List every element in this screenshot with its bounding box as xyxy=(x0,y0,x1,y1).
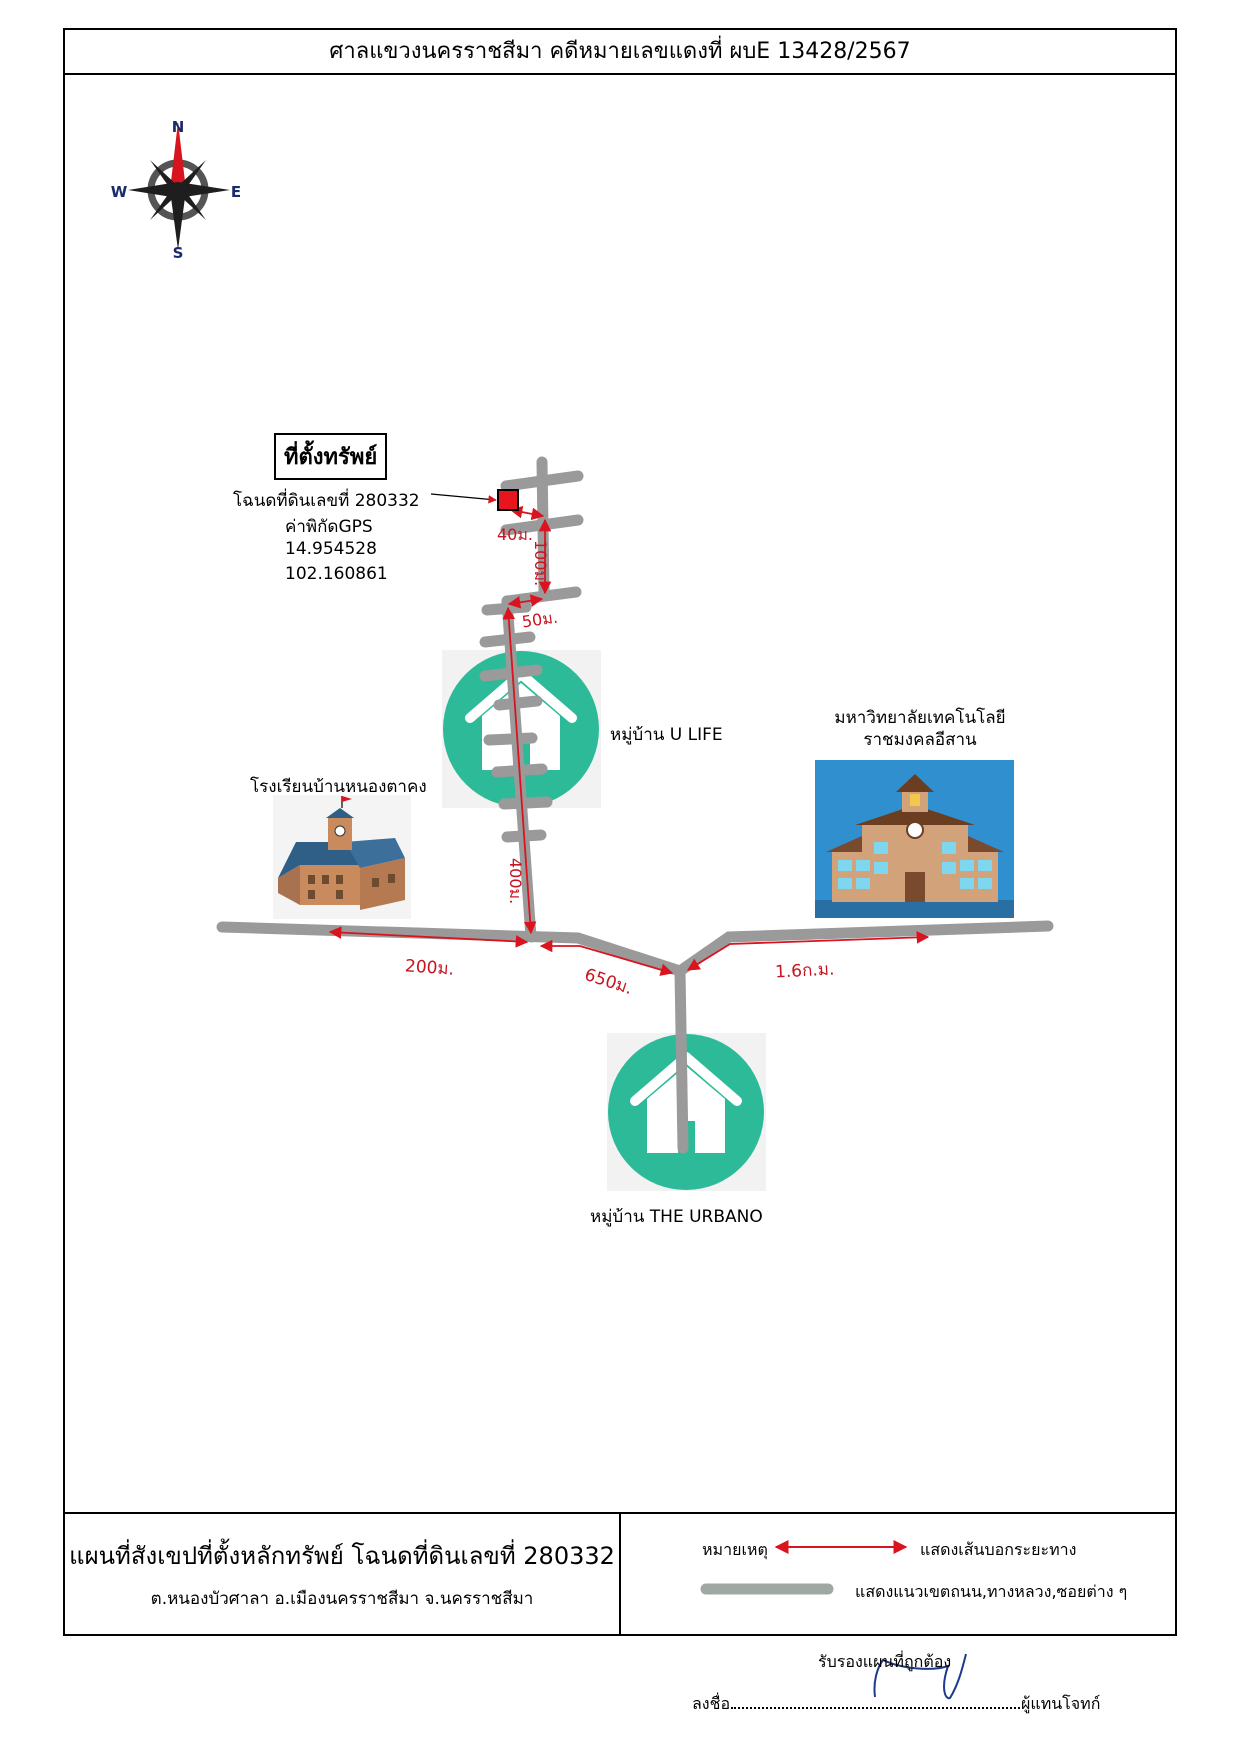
signature-icon xyxy=(873,1653,967,1700)
university-label-line1: มหาวิทยาลัยเทคโนโลยี xyxy=(834,708,1006,728)
school-building-icon xyxy=(273,795,411,919)
compass-rose-icon xyxy=(128,122,230,250)
compass-east: E xyxy=(231,183,241,201)
deed-number: โฉนดที่ดินเลขที่ 280332 xyxy=(233,491,420,511)
property-heading: ที่ตั้งทรัพย์ xyxy=(274,433,388,480)
footer-title: แผนที่สังเขปที่ตั้งหลักทรัพย์ โฉนดที่ดิน… xyxy=(69,1542,615,1570)
gps-latitude: 14.954528 xyxy=(285,539,377,559)
urbano-label: หมู่บ้าน THE URBANO xyxy=(590,1207,763,1227)
signature-line xyxy=(731,1707,1020,1709)
page-title: ศาลแขวงนครราชสีมา คดีหมายเลขแดงที่ ผบE 1… xyxy=(63,28,1177,75)
legend-road-desc: แสดงแนวเขตถนน,ทางหลวง,ซอยต่าง ๆ xyxy=(855,1582,1128,1601)
footer-column-divider xyxy=(619,1512,621,1636)
distance-label-200: 200ม. xyxy=(404,956,455,980)
certify-text: รับรองแผนที่ถูกต้อง xyxy=(818,1652,952,1671)
arrow-200 xyxy=(328,926,529,948)
sign-suffix: ผู้แทนโจทก์ xyxy=(1021,1694,1101,1713)
university-label-line2: ราชมงคลอีสาน xyxy=(863,730,977,750)
deed-pointer xyxy=(430,493,497,504)
arrow-650 xyxy=(539,939,674,976)
sign-prefix: ลงชื่อ xyxy=(692,1694,731,1713)
distance-label-40: 40ม. xyxy=(497,525,533,544)
distance-label-1600: 1.6ก.ม. xyxy=(774,959,835,983)
compass-south: S xyxy=(173,244,184,262)
arrow-50 xyxy=(507,594,544,609)
arrow-400 xyxy=(502,606,537,935)
urbano-road xyxy=(674,965,689,1154)
ulife-label: หมู่บ้าน U LIFE xyxy=(610,725,723,745)
distance-label-50: 50ม. xyxy=(520,607,560,632)
arrow-1600 xyxy=(686,931,930,971)
gps-label: ค่าพิกัดGPS xyxy=(285,517,373,537)
compass-north: N xyxy=(172,118,185,136)
gps-longitude: 102.160861 xyxy=(285,564,388,584)
school-label: โรงเรียนบ้านหนองตาคง xyxy=(250,777,427,797)
distance-label-400: 400ม. xyxy=(506,858,525,905)
legend-title: หมายเหตุ xyxy=(702,1540,768,1559)
compass-west: W xyxy=(111,183,128,201)
footer-subtitle: ต.หนองบัวศาลา อ.เมืองนครราชสีมา จ.นครราช… xyxy=(150,1589,534,1609)
legend-arrow-desc: แสดงเส้นบอกระยะทาง xyxy=(920,1540,1077,1559)
distance-label-100: 100ม. xyxy=(531,540,550,587)
university-label: มหาวิทยาลัยเทคโนโลยี ราชมงคลอีสาน xyxy=(800,707,1040,751)
property-marker xyxy=(497,489,519,511)
distance-arrows xyxy=(328,505,930,976)
university-building-icon xyxy=(815,760,1014,918)
